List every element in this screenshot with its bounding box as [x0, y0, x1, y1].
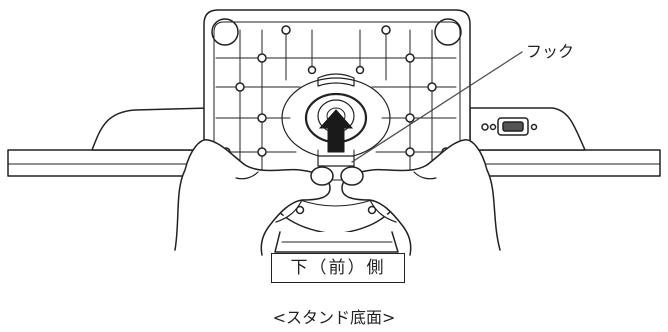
- hook-label: フック: [526, 42, 575, 61]
- diagram-caption: <スタンド底面>: [272, 308, 396, 327]
- front-side-label: 下（前）側: [271, 253, 405, 283]
- stand-leg: [274, 231, 399, 253]
- finger-tips: [310, 155, 364, 186]
- right-hand: [341, 139, 501, 256]
- left-hand: [174, 139, 331, 256]
- vga-connector-icon: [481, 117, 538, 136]
- up-arrow-icon: [318, 109, 354, 153]
